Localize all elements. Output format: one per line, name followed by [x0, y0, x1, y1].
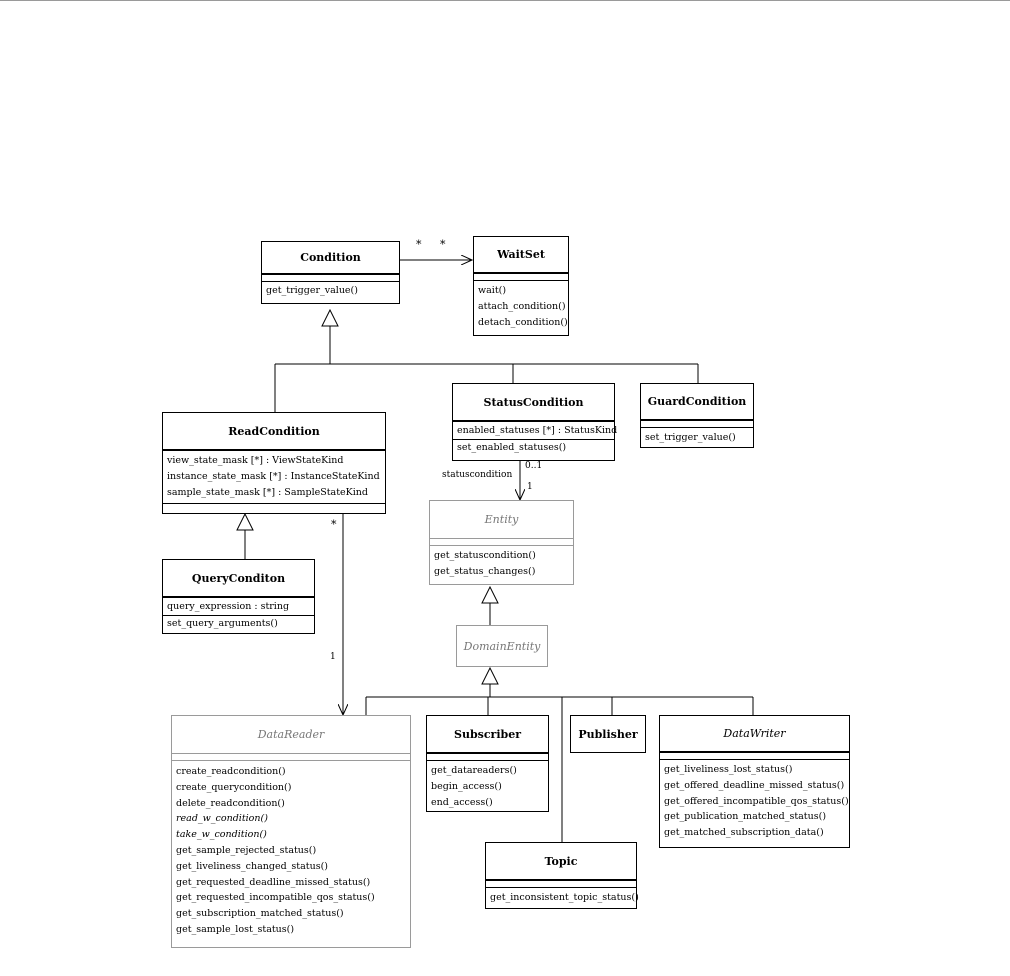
- method: get_offered_deadline_missed_status(): [664, 779, 845, 791]
- attributes-compartment: [660, 753, 849, 760]
- attributes-compartment: [172, 754, 410, 761]
- methods-compartment: get_liveliness_lost_status() get_offered…: [660, 760, 849, 841]
- method: create_querycondition(): [176, 781, 292, 793]
- methods-compartment: create_readcondition() create_querycondi…: [172, 761, 410, 938]
- method: get_subscription_matched_status(): [176, 908, 344, 920]
- guardcondition-class: GuardCondition set_trigger_value(): [640, 383, 754, 448]
- multiplicity-label: *: [416, 238, 422, 251]
- method: get_sample_lost_status(): [176, 923, 295, 935]
- domainentity-class: DomainEntity: [456, 625, 548, 667]
- methods-compartment: wait() attach_condition() detach_conditi…: [474, 281, 568, 330]
- class-name: Subscriber: [427, 716, 548, 754]
- method: get_matched_subscription_data(): [664, 827, 824, 839]
- attribute: instance_state_mask [*] : InstanceStateK…: [167, 470, 380, 482]
- method: get_inconsistent_topic_status(): [490, 892, 639, 903]
- method: delete_readcondition(): [176, 797, 285, 809]
- publisher-class: Publisher: [570, 715, 646, 753]
- methods-compartment: set_enabled_statuses(): [453, 440, 614, 456]
- method: get_liveliness_lost_status(): [664, 764, 793, 775]
- method: get_requested_deadline_missed_status(): [176, 876, 371, 888]
- class-name: Topic: [486, 843, 636, 881]
- attributes-compartment: view_state_mask [*] : ViewStateKind inst…: [163, 451, 385, 505]
- method: begin_access(): [431, 780, 502, 792]
- method: read_w_condition(): [176, 813, 268, 825]
- role-label: statuscondition: [442, 470, 513, 480]
- class-name: DomainEntity: [463, 639, 541, 653]
- class-name: QueryConditon: [163, 560, 314, 598]
- datareader-class: DataReader create_readcondition() create…: [171, 715, 411, 948]
- method: set_query_arguments(): [167, 617, 278, 629]
- methods-compartment: get_trigger_value(): [262, 282, 399, 299]
- waitset-class: WaitSet wait() attach_condition() detach…: [473, 236, 569, 336]
- class-name: WaitSet: [474, 237, 568, 274]
- method: wait(): [478, 285, 507, 296]
- method: get_publication_matched_status(): [664, 811, 827, 823]
- datawriter-class: DataWriter get_liveliness_lost_status() …: [659, 715, 850, 848]
- readcondition-class: ReadCondition view_state_mask [*] : View…: [162, 412, 386, 514]
- method: create_readcondition(): [176, 766, 286, 777]
- method: set_enabled_statuses(): [457, 441, 567, 453]
- attributes-compartment: query_expression : string: [163, 598, 314, 616]
- class-name: ReadCondition: [163, 413, 385, 451]
- methods-compartment: set_query_arguments(): [163, 616, 314, 632]
- class-name: Publisher: [578, 727, 638, 741]
- condition-generalization-triangle: [321, 308, 339, 327]
- method: get_statuscondition(): [434, 550, 536, 561]
- class-name: GuardCondition: [641, 384, 753, 421]
- method: get_status_changes(): [434, 565, 536, 577]
- condition-class: Condition get_trigger_value(): [261, 241, 400, 304]
- methods-compartment: set_trigger_value(): [641, 428, 753, 446]
- method: set_trigger_value(): [645, 432, 736, 443]
- multiplicity-label: *: [440, 238, 446, 251]
- class-name: StatusCondition: [453, 384, 614, 422]
- attribute: enabled_statuses [*] : StatusKind: [457, 425, 618, 436]
- entity-generalization-triangle: [481, 585, 499, 604]
- methods-compartment: [163, 504, 385, 510]
- multiplicity-label: 1: [330, 652, 336, 662]
- attribute: query_expression : string: [167, 601, 290, 612]
- topic-class: Topic get_inconsistent_topic_status(): [485, 842, 639, 909]
- attributes-compartment: [427, 754, 548, 761]
- method: get_sample_rejected_status(): [176, 844, 317, 856]
- multiplicity-label: *: [331, 518, 337, 531]
- attributes-compartment: [486, 881, 636, 888]
- method: get_liveliness_changed_status(): [176, 860, 328, 872]
- top-rule: [0, 0, 1010, 1]
- method: detach_condition(): [478, 316, 568, 328]
- attributes-compartment: enabled_statuses [*] : StatusKind: [453, 422, 618, 440]
- attributes-compartment: [641, 421, 753, 428]
- multiplicity-label: 1: [527, 482, 533, 492]
- multiplicity-label: 0..1: [525, 461, 543, 471]
- method: take_w_condition(): [176, 829, 267, 841]
- methods-compartment: get_statuscondition() get_status_changes…: [430, 546, 573, 580]
- class-name: Condition: [262, 242, 399, 275]
- readcondition-generalization-triangle: [236, 512, 254, 531]
- queryconditon-class: QueryConditon query_expression : string …: [162, 559, 315, 634]
- attribute: sample_state_mask [*] : SampleStateKind: [167, 486, 368, 498]
- class-name: DataWriter: [660, 716, 849, 753]
- method: end_access(): [431, 796, 493, 808]
- method: get_trigger_value(): [266, 285, 358, 296]
- methods-compartment: get_inconsistent_topic_status(): [486, 888, 639, 906]
- attributes-compartment: [474, 274, 568, 281]
- subscriber-class: Subscriber get_datareaders() begin_acces…: [426, 715, 549, 812]
- attributes-compartment: [262, 275, 399, 282]
- domainentity-generalization-triangle: [481, 666, 499, 685]
- method: get_datareaders(): [431, 765, 517, 776]
- entity-class: Entity get_statuscondition() get_status_…: [429, 500, 574, 585]
- method: get_offered_incompatible_qos_status(): [664, 795, 849, 807]
- class-name: Entity: [430, 501, 573, 539]
- method: get_requested_incompatible_qos_status(): [176, 892, 375, 904]
- attribute: view_state_mask [*] : ViewStateKind: [167, 455, 344, 466]
- attributes-compartment: [430, 539, 573, 546]
- statuscondition-class: StatusCondition enabled_statuses [*] : S…: [452, 383, 618, 461]
- class-name: DataReader: [172, 716, 410, 754]
- method: attach_condition(): [478, 300, 566, 312]
- methods-compartment: get_datareaders() begin_access() end_acc…: [427, 761, 548, 810]
